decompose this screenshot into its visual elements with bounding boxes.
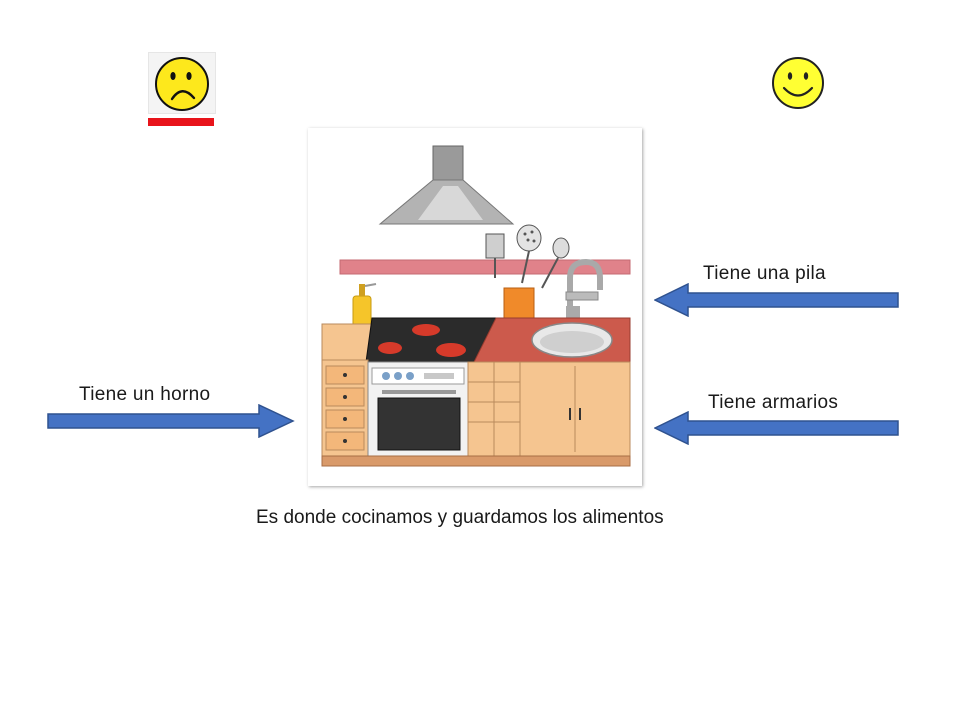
wall-rail: [339, 259, 631, 275]
drawers: [321, 359, 369, 457]
arrow-left-to-sink: [654, 283, 899, 317]
bottle-rack: [467, 361, 521, 457]
kitchen-illustration: [321, 145, 631, 467]
extractor-hood: [378, 145, 515, 225]
label-sink: Tiene una pila: [703, 263, 826, 284]
slide-caption: Es donde cocinamos y guardamos los alime…: [256, 507, 664, 528]
cabinets: [519, 361, 631, 457]
kitchen-picture-frame: [308, 128, 642, 486]
arrow-right-to-oven: [47, 404, 295, 438]
sink-tap: [565, 258, 603, 320]
sad-face-icon: [155, 57, 209, 111]
label-cabinets: Tiene armarios: [708, 392, 839, 413]
label-oven: Tiene un horno: [79, 384, 211, 405]
sad-face-underline: [148, 118, 214, 126]
smiley-face-icon[interactable]: [770, 55, 826, 111]
arrow-left-to-cabinets: [654, 411, 899, 445]
sad-face-card[interactable]: [148, 52, 216, 128]
hanging-utensils: [485, 224, 570, 289]
oven: [367, 361, 469, 457]
